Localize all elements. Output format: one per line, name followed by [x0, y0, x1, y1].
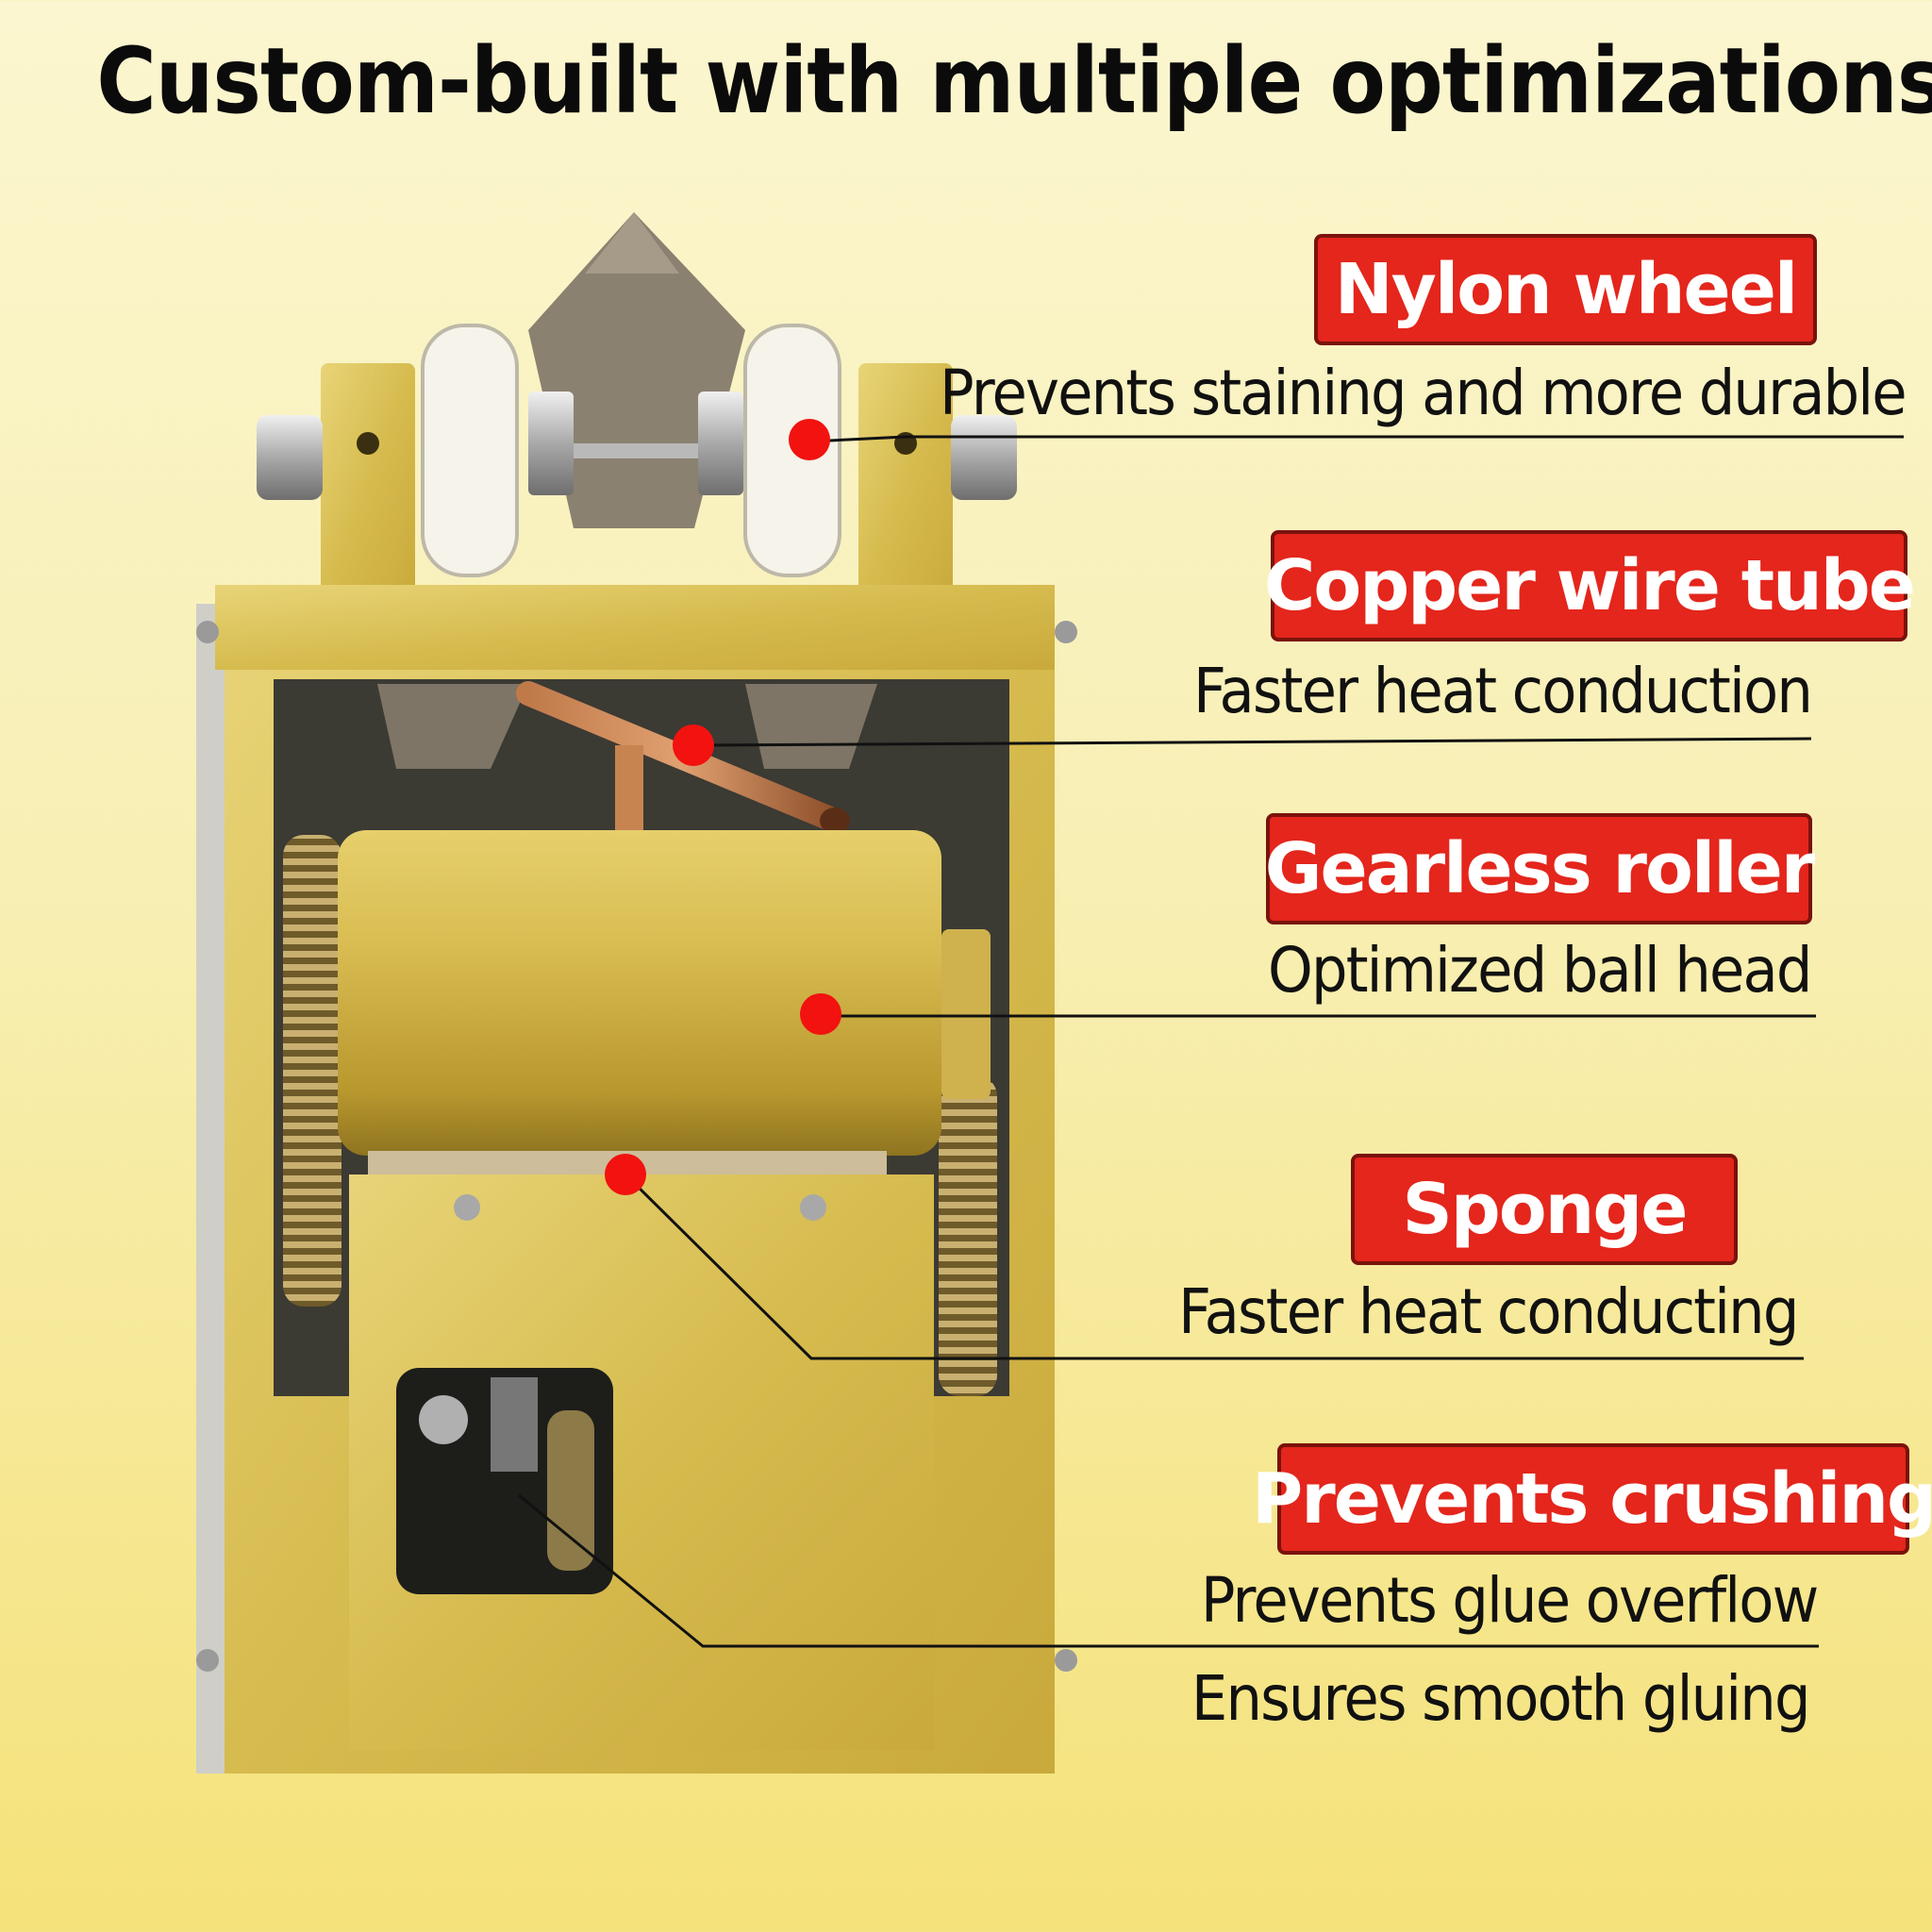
leader-lines: [518, 435, 1904, 1648]
callout-desc-gearless-roller: Optimized ball head: [1268, 934, 1812, 1007]
page-title: Custom-built with multiple optimizations: [96, 28, 1932, 134]
callout-label-nylon-wheel: Nylon wheel: [1314, 234, 1817, 345]
callout-desc-nylon-wheel: Prevents staining and more durable: [940, 357, 1907, 429]
nylon-wheels: [421, 324, 841, 577]
callout-dots: [605, 419, 841, 1195]
callout-label-gearless-roller: Gearless roller: [1265, 813, 1815, 924]
axle-pins: [257, 391, 1017, 500]
callout-label-copper-wire-tube: Copper wire tube: [1264, 530, 1916, 641]
callout-desc-copper-wire-tube: Faster heat conduction: [1192, 655, 1813, 727]
frame-ears: [321, 363, 953, 608]
callout-desc-ensures-smooth-gluing: Ensures smooth gluing: [1191, 1662, 1811, 1735]
callout-label-sponge: Sponge: [1351, 1154, 1738, 1265]
callout-desc-prevents-glue-overflow: Prevents glue overflow: [1200, 1564, 1818, 1637]
lower-plate: [349, 1174, 934, 1750]
callout-label-prevents-crushing: Prevents crushing: [1252, 1443, 1932, 1555]
callout-desc-sponge: Faster heat conducting: [1178, 1275, 1800, 1348]
gears: [283, 835, 997, 1396]
gearless-roller: [338, 830, 991, 1156]
